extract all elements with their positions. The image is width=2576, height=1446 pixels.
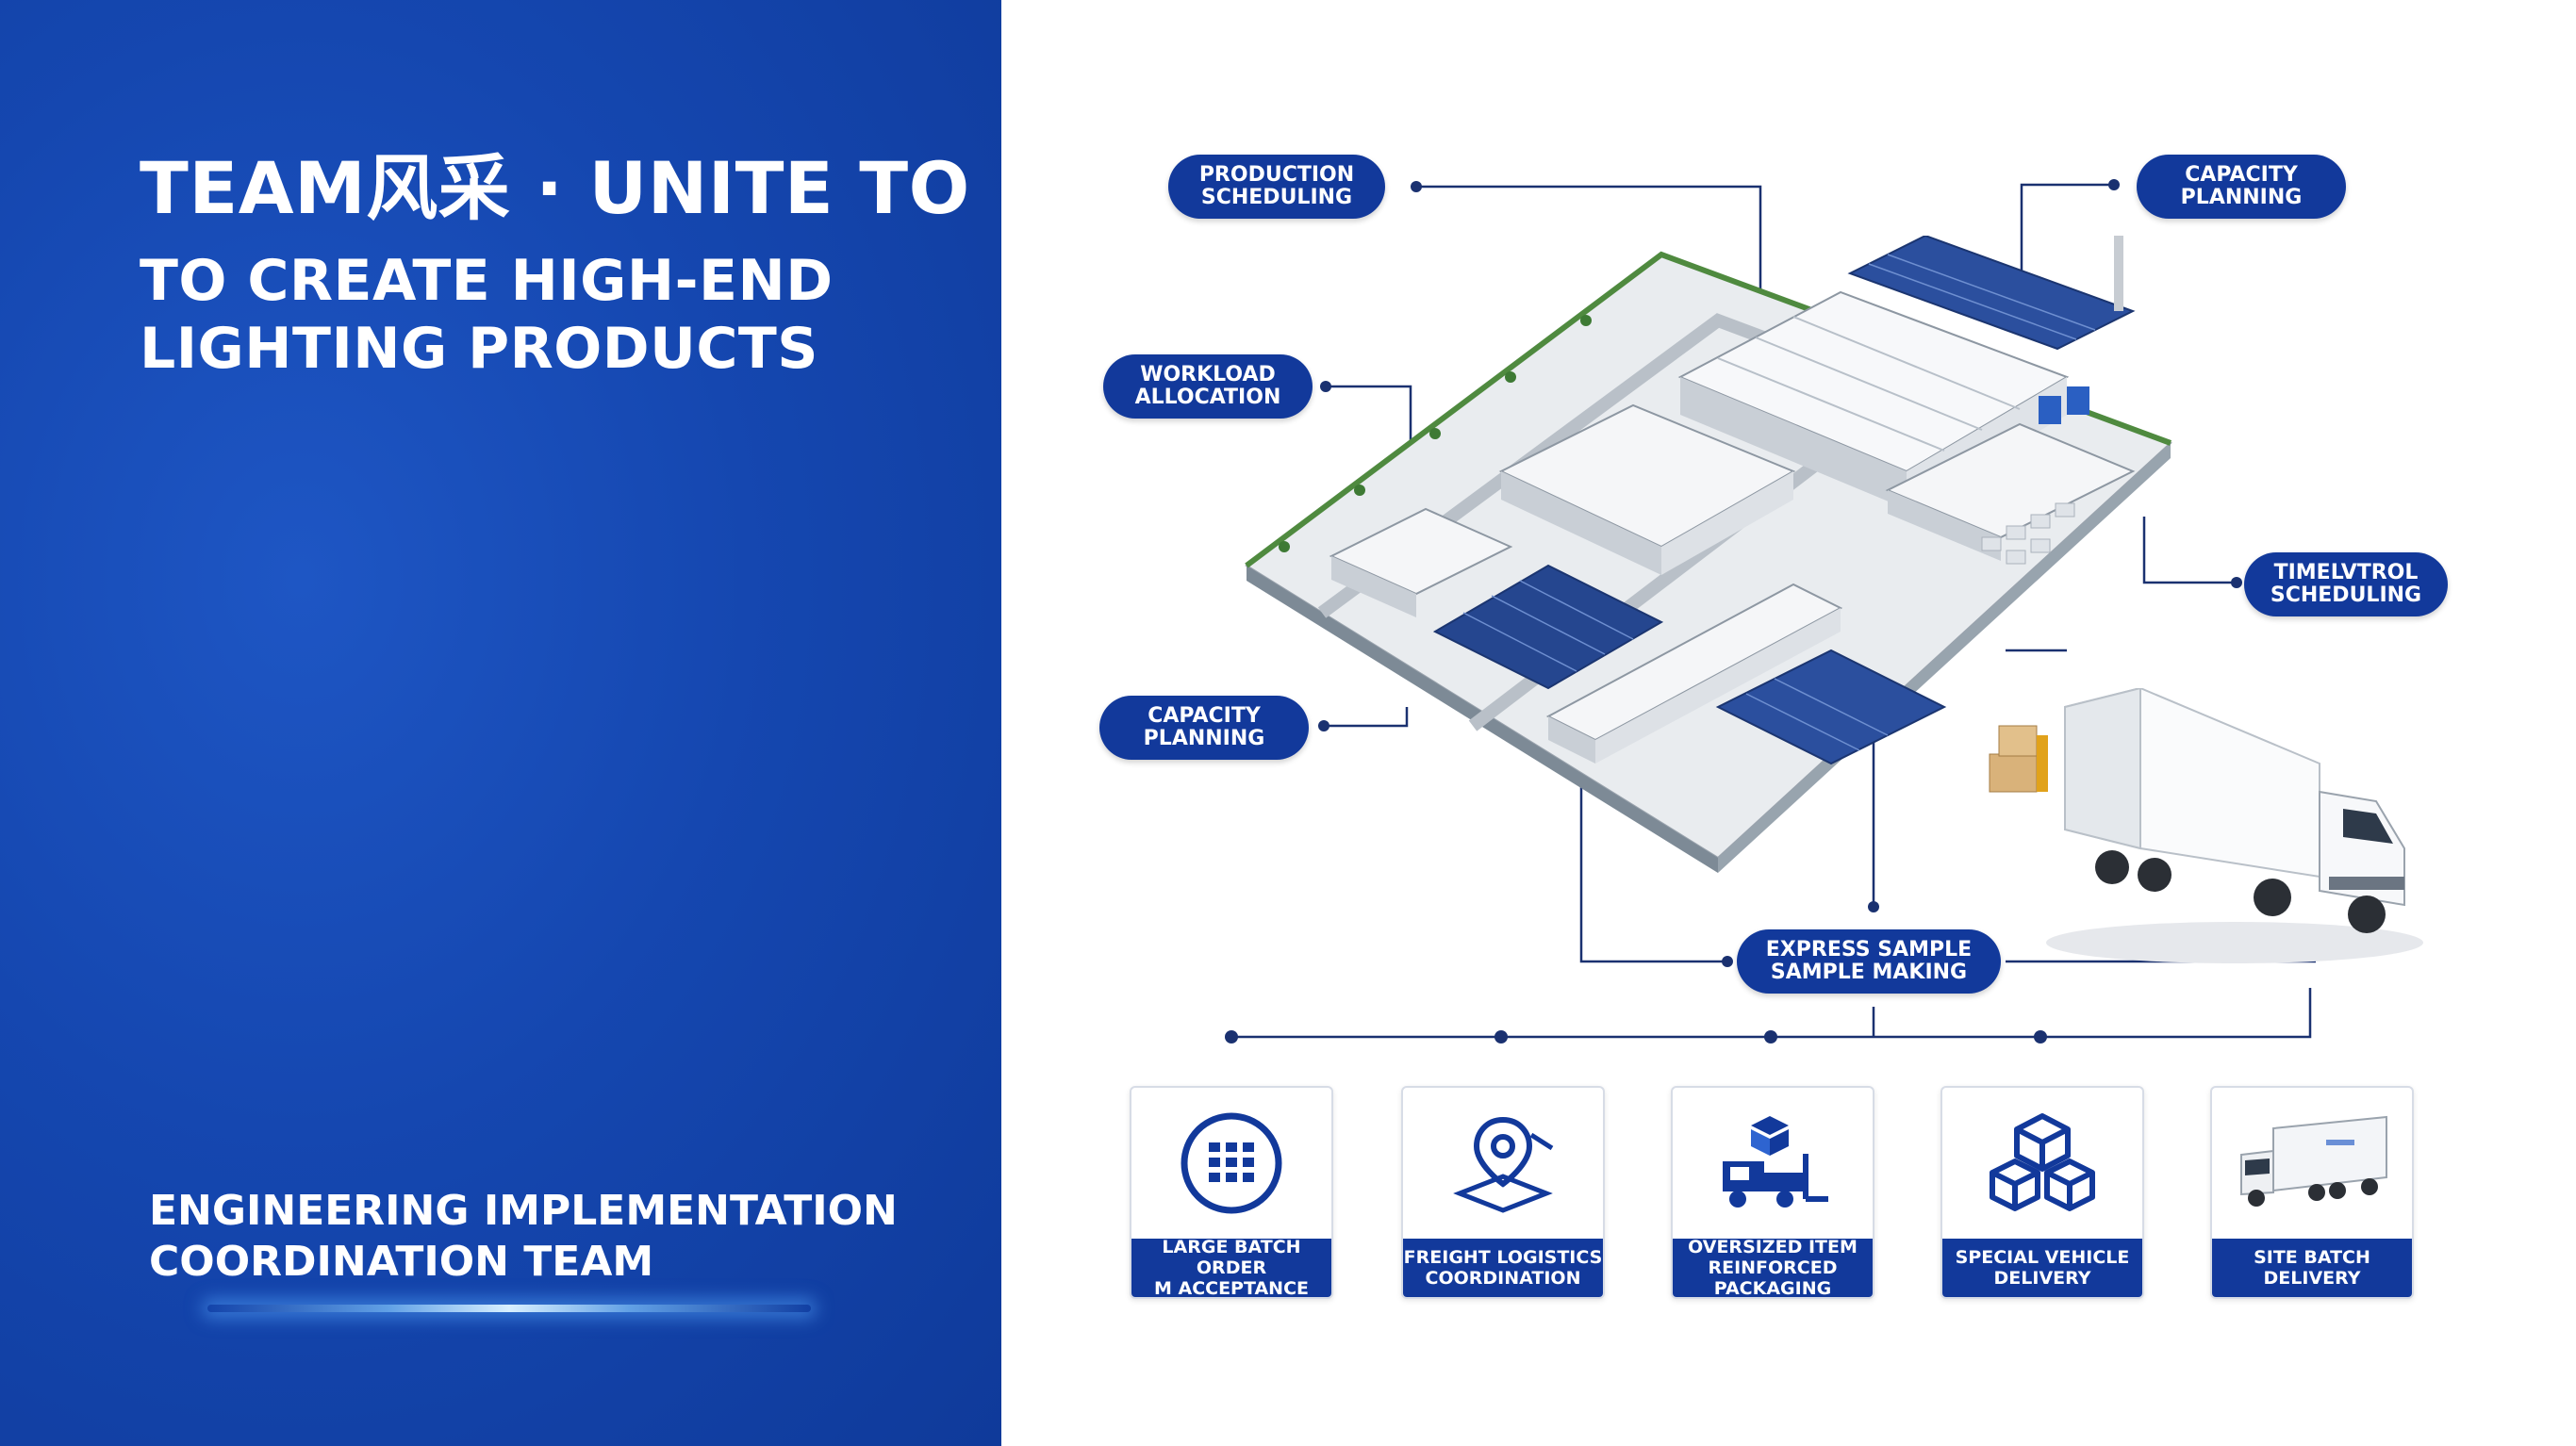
callout-timelvtrol-line-2: SCHEDULING (2270, 583, 2422, 607)
card-label-line-1: FREIGHT LOGISTICS (1403, 1247, 1603, 1268)
factory-illustration (1245, 236, 2172, 873)
grid-globe-icon (1181, 1112, 1282, 1214)
team-title-line-1: ENGINEERING IMPLEMENTATION (149, 1187, 898, 1235)
callout-capacity-left-line-2: PLANNING (1143, 727, 1265, 750)
card-label-line-2: REINFORCED PACKAGING (1708, 1257, 1838, 1299)
callout-workload-line-2: ALLOCATION (1134, 386, 1281, 409)
callout-express-line-1: EXPRESS SAMPLE (1765, 938, 1973, 961)
callout-capacity-planning-top: CAPACITY PLANNING (2137, 155, 2346, 219)
truck-illustration (1989, 688, 2423, 963)
card-label-line-1: LARGE BATCH ORDER (1162, 1237, 1301, 1278)
card-label-line-1: SPECIAL VEHICLE (1955, 1247, 2130, 1268)
headline-line-2: TO CREATE HIGH-END (140, 248, 834, 314)
forklift-icon (1723, 1116, 1828, 1208)
callout-capacity-left-line-1: CAPACITY (1148, 704, 1261, 728)
card-label-line-2: DELIVERY (2263, 1268, 2361, 1289)
timeline-line (1231, 988, 2312, 1039)
connector-production (1416, 185, 1762, 311)
card-freight-logistics: FREIGHT LOGISTICS COORDINATION (1401, 1086, 1605, 1299)
connector-timelvtrol (2142, 517, 2237, 584)
card-label: SITE BATCH DELIVERY (2212, 1239, 2412, 1297)
callout-production-line-2: SCHEDULING (1200, 186, 1353, 209)
card-site-batch: SITE BATCH DELIVERY (2210, 1086, 2414, 1299)
chimney-icon (2114, 236, 2123, 311)
card-label-line-1: SITE BATCH (2254, 1247, 2370, 1268)
boxes-icon (1990, 1113, 2095, 1211)
glow-underline (207, 1305, 811, 1312)
card-large-batch-order: LARGE BATCH ORDER M ACCEPTANCE (1130, 1086, 1333, 1299)
headline: TEAM风采 · UNITE TO TO CREATE HIGH-END LIG… (140, 141, 970, 383)
callout-workload-allocation: WORKLOAD ALLOCATION (1103, 354, 1313, 419)
callout-timelvtrol-scheduling: TIMELVTROL SCHEDULING (2244, 552, 2448, 616)
card-special-vehicle: SPECIAL VEHICLE DELIVERY (1940, 1086, 2144, 1299)
card-label: FREIGHT LOGISTICS COORDINATION (1403, 1239, 1603, 1297)
card-label: OVERSIZED ITEM REINFORCED PACKAGING (1673, 1237, 1873, 1299)
card-label-line-2: M ACCEPTANCE (1153, 1278, 1310, 1299)
card-label-line-2: DELIVERY (1993, 1268, 2091, 1289)
callout-express-line-2: SAMPLE MAKING (1770, 961, 1968, 984)
map-pin-icon (1453, 1116, 1554, 1213)
callout-timelvtrol-line-1: TIMELVTROL (2273, 561, 2419, 584)
card-label: SPECIAL VEHICLE DELIVERY (1942, 1239, 2142, 1297)
callout-workload-line-1: WORKLOAD (1140, 363, 1276, 386)
truck-icon (2240, 1115, 2387, 1207)
team-title-line-2: COORDINATION TEAM (149, 1238, 654, 1286)
callout-capacity-top-line-1: CAPACITY (2185, 163, 2298, 187)
headline-line-1: TEAM风采 · UNITE TO (140, 146, 970, 230)
connector-capacity-left (1324, 707, 1409, 728)
left-panel: TEAM风采 · UNITE TO TO CREATE HIGH-END LIG… (0, 0, 1001, 1446)
card-label-line-1: OVERSIZED ITEM (1688, 1237, 1858, 1257)
callout-capacity-planning-left: CAPACITY PLANNING (1099, 696, 1309, 760)
card-label: LARGE BATCH ORDER M ACCEPTANCE (1131, 1237, 1331, 1299)
card-label-line-2: COORDINATION (1425, 1268, 1581, 1289)
connector-capacity-top (2020, 183, 2114, 304)
headline-line-3: LIGHTING PRODUCTS (140, 316, 819, 382)
callout-express-sample: EXPRESS SAMPLE SAMPLE MAKING (1737, 929, 2001, 994)
pallet-boxes-icon (1989, 725, 2048, 793)
callout-capacity-top-line-2: PLANNING (2180, 186, 2303, 209)
card-oversized-item: OVERSIZED ITEM REINFORCED PACKAGING (1671, 1086, 1874, 1299)
callout-production-line-1: PRODUCTION (1198, 163, 1355, 187)
diagram-area: PRODUCTION SCHEDULING CAPACITY PLANNING … (1001, 0, 2576, 1446)
callout-production-scheduling: PRODUCTION SCHEDULING (1168, 155, 1385, 219)
team-title: ENGINEERING IMPLEMENTATION COORDINATION … (149, 1186, 898, 1288)
